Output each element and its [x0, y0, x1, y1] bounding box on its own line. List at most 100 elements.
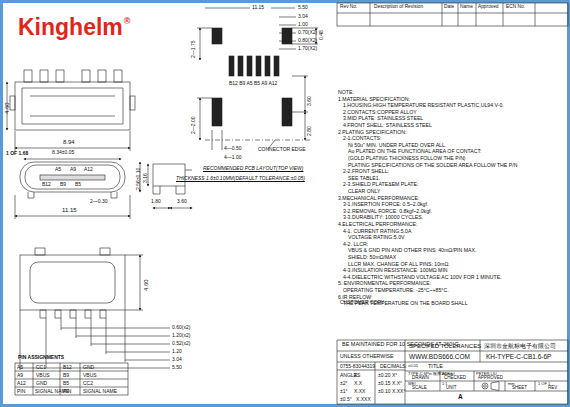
drawing-text: CONNECTOR EDGE — [258, 147, 306, 152]
drawing-text: PIN — [17, 389, 25, 394]
note-text: Au PLATED ON THE FUNCTIONAL AREA OF CONT… — [348, 149, 482, 154]
drawing-text: 2—0.30 — [90, 199, 108, 204]
drawing-text: SPECIFED TOLERANCES — [409, 343, 481, 349]
drawing-text: 0.70(X2) — [298, 30, 317, 35]
drawing-text: UNIT — [446, 386, 457, 391]
drawing-text: Date — [444, 5, 454, 10]
note-text: 3.MID PLATE: STAINLESS STEEL — [343, 116, 423, 121]
drawing-text: X.X — [354, 381, 362, 386]
note-text: 3-3.DURABILITY: 10000 CYCLES. — [343, 215, 423, 220]
drawing-text: 1 OF 1.68 — [6, 151, 28, 156]
note-text: 1.MATERIAL SPECIFICATION: — [338, 97, 410, 102]
drawing-text: 3.04 — [298, 14, 308, 19]
drawing-text: CC2 — [83, 381, 93, 386]
drawing-text: 4.60 — [143, 279, 149, 291]
drawing-text: 2—1.75 — [191, 40, 196, 58]
note-text: 3.MECHANICAL PERFORMANCE: — [338, 196, 419, 201]
note-text: 5. ENVIRONMENTAL PERFORMANCE: — [338, 281, 431, 286]
drawing-text: 11.15 — [252, 5, 264, 10]
drawing-text: 3.04 — [172, 357, 182, 362]
drawing-text: A12 — [84, 167, 93, 172]
drawing-text: ±0.10 — [378, 389, 390, 394]
drawing-text: CUSTOMER COPY — [340, 300, 384, 305]
drawing-text: 4.60 — [4, 102, 10, 114]
note-text: 2-2.FRONT SHELL: — [343, 169, 389, 174]
note-text: 4-4.DIELECTRIC WITHSTAND VOLTAGE:AC 100V… — [343, 275, 502, 280]
note-text: 3-1.INSERTION FORCE: 0.5~2.0kgf. — [343, 202, 428, 207]
drawing-text: X.X° — [392, 381, 402, 386]
drawing-text: A — [458, 394, 463, 401]
note-text: 1.HOUSING:HIGH TEMPERATURE RESISTANT PLA… — [343, 103, 504, 108]
drawing-text: A12 — [17, 381, 26, 386]
note-text: LLCR MAX. CHANGE OF ALL PINS: 10mΩ. — [348, 262, 450, 267]
drawing-text: APPROVED — [478, 376, 503, 381]
note-text: 2-1.CONTACTS: — [343, 136, 382, 141]
note-text: NOTE: — [338, 90, 354, 95]
drawing-text: DRAWN — [412, 376, 429, 381]
drawing-text: 3.60 — [177, 199, 187, 204]
drawing-text: 0.52(x2) — [172, 341, 190, 346]
drawing-text: 5.50 — [172, 365, 182, 370]
note-text: PLATING SPECIFICATIONS OF THE SOLDER ARE… — [348, 163, 517, 168]
drawing-text: 3.60 — [307, 96, 312, 106]
drawing-text: 4—1.00 — [224, 155, 242, 160]
drawing-text: 11.15 — [62, 207, 77, 213]
drawing-text: 0.80(X2) — [298, 38, 317, 43]
drawing-text: Approved — [478, 5, 499, 10]
drawing-text: 0.60(x2) — [172, 325, 190, 330]
note-text: VBUS & GND PIN AND OTHER PINS: 40mΩ/PIN … — [348, 248, 476, 253]
drawing-text: 2.80 — [307, 126, 312, 136]
brand-logo: ® — [124, 17, 131, 26]
drawing-text: DECIMALS: — [380, 364, 407, 369]
drawing-text: SHEET — [512, 386, 527, 391]
drawing-text: PIN ASSIGNMENTS — [18, 355, 64, 360]
drawing-text: CHECKED — [444, 376, 466, 381]
drawing-text: ±0.5° — [340, 397, 352, 402]
drawing-text: 0755-83044319 — [340, 364, 375, 369]
drawing-text: 2—2.00 — [191, 116, 196, 134]
drawing-text: ±0.20 — [378, 373, 390, 378]
note-text: 2.CONTACTS:COPPER ALLOY — [343, 110, 417, 115]
drawing-text: 1.20 — [172, 349, 182, 354]
drawing-text: SCALE — [412, 386, 427, 391]
drawing-text: Name — [460, 5, 473, 10]
drawing-text: B5 — [63, 381, 69, 386]
note-text: VOLTAGE RATING:5.0V — [348, 235, 405, 240]
note-text: CLEAR ONLY — [348, 189, 380, 194]
drawing-text: A9 — [17, 373, 23, 378]
note-text: (GOLD PLATING THICKNESS FOLLOW THE P/N) — [348, 156, 466, 161]
drawing-text: ±0.15 — [378, 381, 390, 386]
note-text: SHIELD: 50mΩ/MAX — [348, 255, 396, 260]
drawing-text: B5 — [75, 182, 81, 187]
drawing-text: ±2° — [340, 381, 348, 386]
note-text: 4.FRONT SHELL: STAINLESS STEEL — [343, 123, 432, 128]
drawing-text: 3.16 — [143, 173, 148, 183]
drawing-text: ±1° — [340, 389, 348, 394]
drawing-text: 8.94 — [63, 139, 75, 145]
note-text: SEE TABLE1. — [348, 176, 380, 181]
drawing-text: 8.34±0.05 — [52, 150, 74, 155]
drawing-text: RECOMMENDED PCB LAYOUT(TOP VIEW) — [203, 166, 303, 171]
note-text: 4-1. CURRENT RATING:5.0A — [343, 229, 411, 234]
drawing-text: REV — [548, 386, 557, 391]
drawing-text: CC1 — [36, 365, 46, 370]
drawing-text: X° — [392, 373, 397, 378]
drawing-text: X.XX — [354, 389, 365, 394]
brand-logo: Kinghelm — [18, 16, 123, 39]
drawing-text: Description of Revision — [374, 5, 423, 10]
drawing-text: TITLE — [428, 364, 443, 370]
drawing-text: 2.56±0.10 — [136, 168, 141, 190]
drawing-text: 1.70(X2) — [298, 46, 317, 51]
note-text: OPERATING TEMPERATURE: -25°C~+85°C. — [343, 288, 449, 293]
drawing-text: Rev No. — [340, 5, 357, 10]
drawing-text: X.XXX — [356, 397, 371, 402]
drawing-text: A5 — [17, 365, 23, 370]
drawing-text: 深圳市金航标电子有限公司 — [484, 343, 556, 349]
drawing-text: B9 — [60, 182, 66, 187]
drawing-text: B12 — [63, 365, 72, 370]
drawing-text: 1.00 — [298, 22, 308, 27]
drawing-text: A9 — [70, 167, 76, 172]
drawing-text: ECN No. — [506, 5, 525, 10]
drawing-text: ±0.05 — [408, 364, 418, 368]
